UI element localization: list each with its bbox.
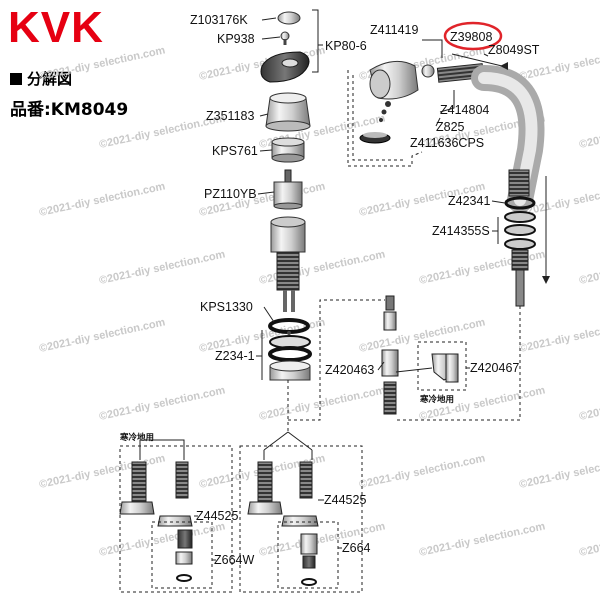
watermark-text: ©2021-diy selection.com	[38, 452, 166, 491]
leader-lines	[119, 9, 547, 593]
label-z420463: Z420463	[325, 363, 374, 377]
watermark-text: ©2021-diy selection.com	[578, 248, 600, 287]
arrowheads	[500, 62, 550, 284]
part-z411419-drawing	[421, 64, 435, 78]
label-z351183: Z351183	[206, 109, 254, 123]
section-title-text: 分解図	[27, 70, 73, 88]
label-z664: Z664	[342, 541, 371, 555]
label-z414355s: Z414355S	[432, 224, 490, 238]
part-z8049st-drawing	[471, 65, 545, 213]
part-labels: Z103176K KP938 KP80-6 Z351183 KPS761 PZ1…	[119, 13, 540, 567]
section-title: 分解図	[10, 68, 72, 89]
part-z414355s-drawing	[504, 211, 536, 307]
shower-head-drawing	[369, 60, 419, 100]
part-kps761-drawing	[271, 137, 305, 163]
label-z44525-right: Z44525	[324, 493, 366, 507]
label-kps761: KPS761	[212, 144, 258, 158]
part-kp80-6-drawing	[260, 51, 310, 83]
watermark-text: ©2021-diy selection.com	[578, 384, 600, 423]
brand-logo: KVK	[8, 3, 104, 52]
part-z351183-drawing	[265, 92, 311, 132]
label-z411419: Z411419	[370, 23, 418, 37]
label-z42341: Z42341	[448, 194, 490, 208]
part-z420463-drawing	[381, 295, 399, 415]
label-z825: Z825	[436, 120, 465, 134]
part-z42341-drawing	[504, 196, 536, 210]
watermark-text: ©2021-diy selection.com	[98, 248, 226, 287]
part-z103176k-drawing	[277, 11, 301, 25]
watermark-text: ©2021-diy selection.com	[358, 452, 486, 491]
watermark-text: ©2021-diy selection.com	[38, 44, 166, 83]
watermark-text: ©2021-diy selection.com	[518, 316, 600, 355]
watermark-text: ©2021-diy selection.com	[38, 316, 166, 355]
label-z411636cps: Z411636CPS	[410, 136, 484, 150]
label-z44525-left: Z44525	[196, 509, 238, 523]
label-z103176k: Z103176K	[190, 13, 248, 27]
label-pz110yb: PZ110YB	[204, 187, 257, 201]
label-z420467: Z420467	[470, 361, 519, 375]
watermark-text: ©2021-diy selection.com	[518, 452, 600, 491]
watermark-text: ©2021-diy selection.com	[358, 316, 486, 355]
watermark-text: ©2021-diy selection.com	[578, 520, 600, 559]
part-pz110yb-drawing	[273, 169, 303, 210]
model-number: 品番:KM8049	[10, 100, 129, 120]
label-z39808: Z39808	[450, 30, 492, 44]
label-cold-region-left: 寒冷地用	[119, 432, 154, 443]
highlight-circle	[443, 21, 503, 51]
watermark-text: ©2021-diy selection.com	[418, 520, 546, 559]
watermark-text: ©2021-diy selection.com	[98, 384, 226, 423]
part-z411636cps-drawing	[359, 101, 391, 144]
label-kp938: KP938	[217, 32, 255, 46]
square-bullet-icon	[10, 73, 22, 85]
label-kps1330: KPS1330	[200, 300, 253, 314]
supply-left-drawing	[119, 461, 193, 582]
watermark-text: ©2021-diy selection.com	[38, 180, 166, 219]
label-z414804: Z414804	[440, 103, 489, 117]
label-z664w: Z664W	[214, 553, 254, 567]
label-z8049st: Z8049ST	[488, 43, 540, 57]
part-kp938-drawing	[280, 31, 290, 45]
label-kp80-6: KP80-6	[325, 39, 367, 53]
label-cold-region-middle: 寒冷地用	[419, 394, 454, 405]
label-z234-1: Z234-1	[215, 349, 255, 363]
part-z234-1-drawing	[268, 331, 312, 381]
supply-right-drawing	[247, 461, 319, 586]
watermark-text: ©2021-diy selection.com	[258, 384, 386, 423]
part-z420467-drawing	[431, 353, 459, 383]
faucet-body-drawing	[270, 216, 306, 312]
watermark-text: ©2021-diy selection.com	[578, 112, 600, 151]
